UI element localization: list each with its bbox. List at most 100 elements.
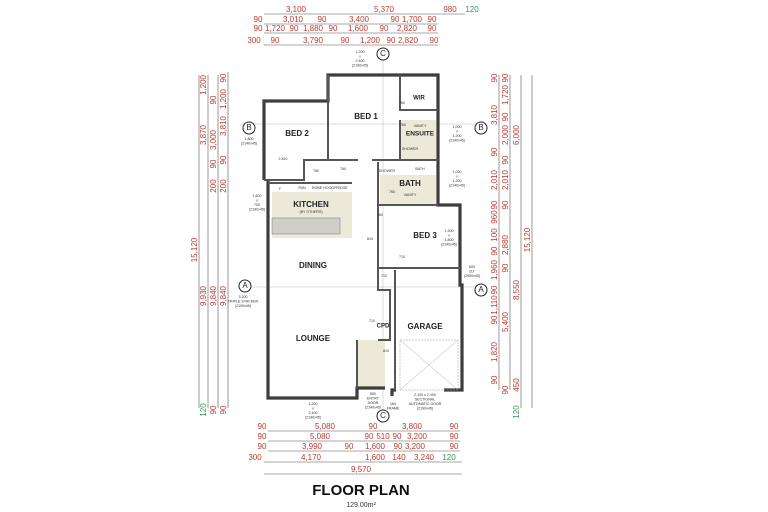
dimension-label: 15,120 <box>190 237 199 262</box>
dimension-label: 90 <box>428 15 437 24</box>
door-size-label: 810 <box>383 349 389 353</box>
annotation-stacker: TRIPLE STACKER <box>228 300 259 304</box>
dimension-label: 5,370 <box>374 5 395 14</box>
annotation-lounge-window: (2190x45) <box>305 416 321 420</box>
dimension-label: 90 <box>209 405 218 414</box>
dimension-label: 90 <box>501 155 510 164</box>
internal-walls <box>264 75 460 390</box>
svg-text:C: C <box>380 49 386 58</box>
dimension-label: 3,790 <box>303 36 324 45</box>
dimension-label: 90 <box>341 36 350 45</box>
pantry-label: PAN <box>298 186 306 190</box>
dimension-label: 90 <box>501 385 510 394</box>
dimension-label: 90 <box>501 200 510 209</box>
floor-area: 129.00m² <box>346 502 376 509</box>
annotation-bed3-window: (2140x45) <box>441 243 457 247</box>
dimension-label: 90 <box>391 15 400 24</box>
door-size-label: 710 <box>399 255 405 259</box>
room-labels: BED 1 BED 2 BED 3 WIR ENSUITE BATH KITCH… <box>279 96 444 344</box>
dimension-label: 90 <box>219 405 228 414</box>
annotation-bed3-window: 1,200 <box>445 229 454 233</box>
annotation-top-window: 2,400 <box>356 59 365 63</box>
dimension-label: 90 <box>258 422 267 431</box>
svg-text:A: A <box>242 281 248 290</box>
annotation-entry-door: DOOR <box>368 401 379 405</box>
annotation-garage-door: AUTOMATIC DOOR <box>409 402 442 406</box>
dimension-label: 3,000 <box>209 129 218 150</box>
svg-text:B: B <box>478 123 483 132</box>
dimension-label: 90 <box>501 73 510 82</box>
dimension-label: 120 <box>442 453 456 462</box>
dimension-label: 2,010 <box>501 169 510 190</box>
annotation-bed3-window: 1,800 <box>445 238 454 242</box>
dimension-label: 90 <box>254 24 263 33</box>
dimension-label: 2,010 <box>490 169 499 190</box>
dimension-label: 90 <box>369 422 378 431</box>
room-kitchen: KITCHEN <box>293 200 329 209</box>
tiled-areas <box>272 120 436 388</box>
door-size-label: 760 <box>399 101 405 105</box>
annotation-garage-door: SECTIONAL <box>415 398 435 402</box>
dimension-label: 120 <box>199 403 208 417</box>
dimension-label: 120 <box>512 405 521 419</box>
dimension-label: 3,200 <box>405 442 426 451</box>
annotation-ensuite-window: 1,200 <box>453 134 462 138</box>
annotation-garage-door: 2,100 x 2,400 <box>414 393 436 397</box>
dimension-label: 90 <box>490 246 499 255</box>
fridge-label: FRIDGE <box>334 186 348 190</box>
section-marker-c-top: C <box>376 47 390 61</box>
room-ensuite: ENSUITE <box>406 131 435 138</box>
dimension-label: 1,720 <box>265 24 286 33</box>
robe-2810-label: 2,810 <box>279 157 288 161</box>
kitchen-note: (BY OTHERS) <box>299 210 322 214</box>
dimension-label: 960 <box>490 210 499 224</box>
annotation-bath-window: 1,200 <box>453 179 462 183</box>
room-bath: BATH <box>399 179 421 188</box>
dimension-label: 90 <box>318 15 327 24</box>
f-label: F <box>279 187 282 191</box>
dimension-label: 90 <box>501 112 510 121</box>
door-size-label: 810 <box>367 237 373 241</box>
dimension-label: 100 <box>490 228 499 242</box>
annotation-bed2-window: (2140x45) <box>241 142 257 146</box>
dimension-label: 90 <box>258 442 267 451</box>
kitchen-bench <box>271 217 341 235</box>
annotation-frame: FRAME <box>387 407 400 411</box>
annotation-ensuite-window: x <box>456 130 458 134</box>
dimension-label: 1,110 <box>490 295 499 315</box>
room-cpd: CPD <box>377 324 390 330</box>
annotation-bed2-window: 1,800 <box>245 137 254 141</box>
annotation-lounge-window: 1,200 <box>309 402 318 406</box>
annotation-bath-window: x <box>456 175 458 179</box>
door-size-label: 710 <box>369 319 375 323</box>
door-size-label: 760 <box>340 167 346 171</box>
dimension-label: 4,170 <box>301 453 322 462</box>
dimension-label: 90 <box>430 36 439 45</box>
door-size-label: 760 <box>400 123 406 127</box>
window-door-annotations: 1,200x2,400(2190x45)1,800(2140x45)1,600x… <box>228 50 480 420</box>
dimension-label: 2,000 <box>501 124 510 145</box>
annotation-kitchen-window: 700 <box>254 203 260 207</box>
dimension-label: 3,800 <box>402 422 423 431</box>
annotation-top-window: 1,200 <box>356 50 365 54</box>
dimension-label: 90 <box>387 36 396 45</box>
dimension-label: 1,600 <box>365 453 386 462</box>
dimension-label: 450 <box>512 378 521 392</box>
section-marker-b-right: B <box>474 121 488 135</box>
annotation-ensuite-window: (2140x45) <box>449 139 465 143</box>
dimension-label: 90 <box>450 442 459 451</box>
dimension-label: 1,720 <box>501 84 510 105</box>
annotation-entry-door: ENTRY <box>367 397 380 401</box>
dimension-label: 90 <box>490 285 499 294</box>
dimension-label: 3,870 <box>199 124 208 145</box>
dimension-label: 510 <box>376 432 390 441</box>
annotation-kitchen-window: 1,600 <box>253 194 262 198</box>
dimension-label: 1,960 <box>490 259 499 280</box>
dimension-label: 3,010 <box>283 15 304 24</box>
dimension-label: 90 <box>258 432 267 441</box>
dimension-label: 1,200 <box>219 88 228 109</box>
dimension-label: 15,120 <box>523 227 532 252</box>
annotation-lounge-window: x <box>312 407 314 411</box>
svg-text:C: C <box>380 411 386 420</box>
